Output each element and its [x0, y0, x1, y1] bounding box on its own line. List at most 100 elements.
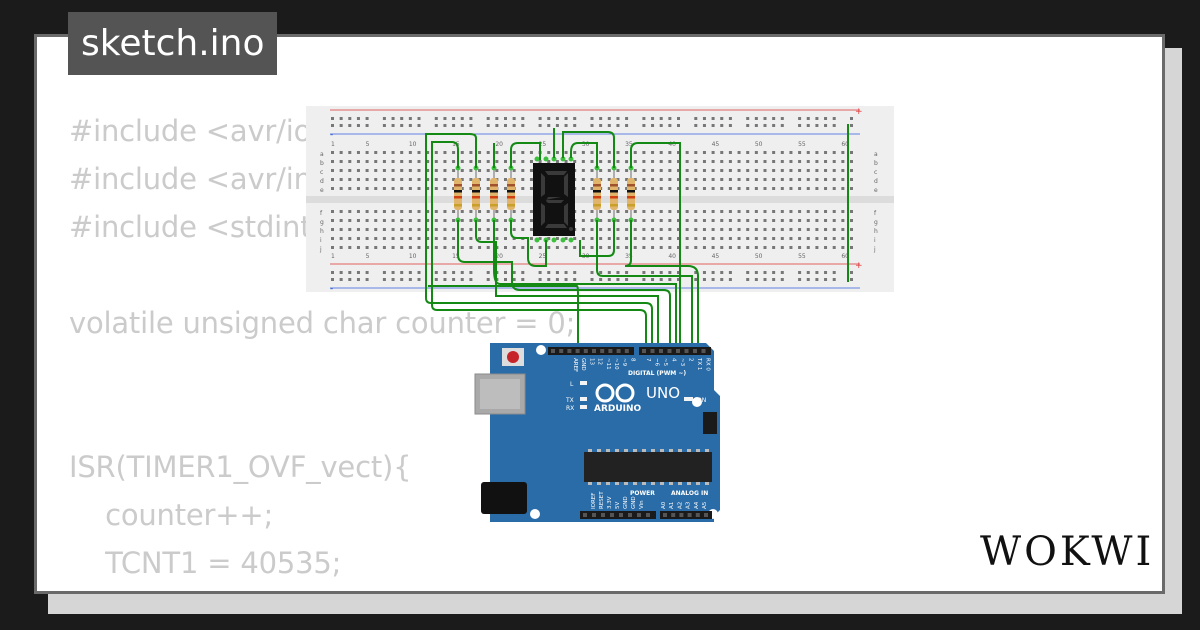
breadboard-hole	[616, 271, 620, 274]
file-name-tab[interactable]: sketch.ino	[68, 12, 278, 75]
resistor[interactable]	[490, 165, 498, 223]
header-power	[580, 511, 656, 519]
breadboard-hole	[452, 278, 456, 281]
breadboard-hole	[417, 210, 421, 213]
breadboard-hole	[512, 278, 516, 281]
breadboard-hole	[780, 151, 784, 154]
breadboard-hole	[529, 169, 533, 172]
seven-segment-display[interactable]	[533, 156, 575, 243]
breadboard-hole	[426, 160, 430, 163]
breadboard-hole	[469, 151, 473, 154]
breadboard-hole	[529, 246, 533, 249]
header-pin	[592, 349, 596, 353]
breadboard-hole	[426, 219, 430, 222]
breadboard-hole	[832, 219, 836, 222]
breadboard-hole	[417, 151, 421, 154]
resistor[interactable]	[593, 165, 601, 223]
breadboard-hole	[382, 228, 386, 231]
breadboard-hole	[625, 124, 629, 127]
breadboard-hole	[434, 237, 438, 240]
breadboard-hole	[460, 151, 464, 154]
breadboard-hole	[806, 178, 810, 181]
breadboard-hole	[486, 151, 490, 154]
column-label: 5	[366, 253, 370, 260]
chip-pin	[597, 482, 601, 485]
resistor-band	[627, 184, 635, 187]
breadboard-hole	[625, 169, 629, 172]
breadboard-hole	[382, 124, 386, 127]
breadboard-hole	[625, 160, 629, 163]
breadboard-hole	[832, 124, 836, 127]
breadboard-hole	[711, 219, 715, 222]
breadboard-hole	[737, 237, 741, 240]
breadboard-hole	[677, 246, 680, 249]
breadboard-hole	[616, 246, 620, 249]
row-label: e	[874, 187, 878, 194]
column-label: 60	[841, 253, 849, 260]
breadboard-hole	[737, 151, 741, 154]
breadboard-hole	[677, 160, 680, 163]
breadboard-hole	[486, 160, 490, 163]
breadboard-hole	[685, 169, 689, 172]
arduino-uno-board[interactable]: ARDUINO UNO DIGITAL (PWM ~) POWER ANALOG…	[474, 343, 720, 522]
breadboard-hole	[443, 278, 447, 281]
column-label: 35	[625, 253, 633, 260]
breadboard-hole	[850, 124, 853, 127]
resistor[interactable]	[507, 165, 515, 223]
breadboard-hole	[408, 228, 412, 231]
logo-left-loop	[595, 383, 615, 403]
breadboard-hole	[348, 237, 352, 240]
breadboard-hole	[478, 210, 482, 213]
resistor[interactable]	[627, 165, 635, 223]
resistor[interactable]	[472, 165, 480, 223]
row-label: h	[320, 228, 324, 235]
breadboard-hole	[642, 169, 646, 172]
breadboard-hole	[616, 151, 620, 154]
breadboard-hole	[590, 210, 594, 213]
breadboard-hole	[815, 237, 819, 240]
breadboard-hole	[668, 228, 672, 231]
breadboard-hole	[720, 178, 724, 181]
breadboard-hole	[737, 210, 741, 213]
breadboard-hole	[400, 124, 404, 127]
resistor[interactable]	[610, 165, 618, 223]
breadboard-hole	[460, 124, 464, 127]
breadboard-hole	[478, 228, 482, 231]
breadboard-hole	[460, 246, 464, 249]
breadboard-hole	[702, 278, 706, 281]
breadboard-hole	[685, 160, 689, 163]
breadboard-hole	[331, 169, 334, 172]
breadboard-hole	[547, 271, 551, 274]
resistor-band	[490, 196, 498, 199]
breadboard-hole	[677, 228, 680, 231]
breadboard-hole	[408, 219, 412, 222]
resistor-band	[610, 190, 618, 193]
breadboard-hole	[746, 228, 750, 231]
breadboard-hole	[590, 151, 594, 154]
mount-hole	[692, 397, 702, 407]
chip-pin	[588, 449, 592, 452]
breadboard-hole	[746, 169, 750, 172]
breadboard-hole	[599, 160, 603, 163]
breadboard-hole	[651, 210, 655, 213]
breadboard-hole	[711, 278, 715, 281]
breadboard-hole	[789, 187, 793, 190]
reset-button[interactable]	[507, 351, 519, 363]
chip-pin	[633, 482, 637, 485]
breadboard-hole	[642, 278, 646, 281]
breadboard-hole	[564, 237, 568, 240]
analog-pin-label: A5	[702, 501, 708, 509]
breadboard-hole	[798, 219, 802, 222]
breadboard-hole	[521, 228, 525, 231]
breadboard-hole	[573, 160, 577, 163]
breadboard-hole	[495, 228, 499, 231]
breadboard-hole	[616, 169, 620, 172]
breadboard-hole	[417, 228, 421, 231]
breadboard-hole	[659, 237, 663, 240]
resistor-band	[490, 204, 498, 207]
breadboard-hole	[677, 271, 680, 274]
breadboard-hole	[677, 178, 680, 181]
power-pin-label: GND	[631, 496, 637, 509]
resistor-band	[507, 196, 515, 199]
breadboard-hole	[581, 151, 585, 154]
